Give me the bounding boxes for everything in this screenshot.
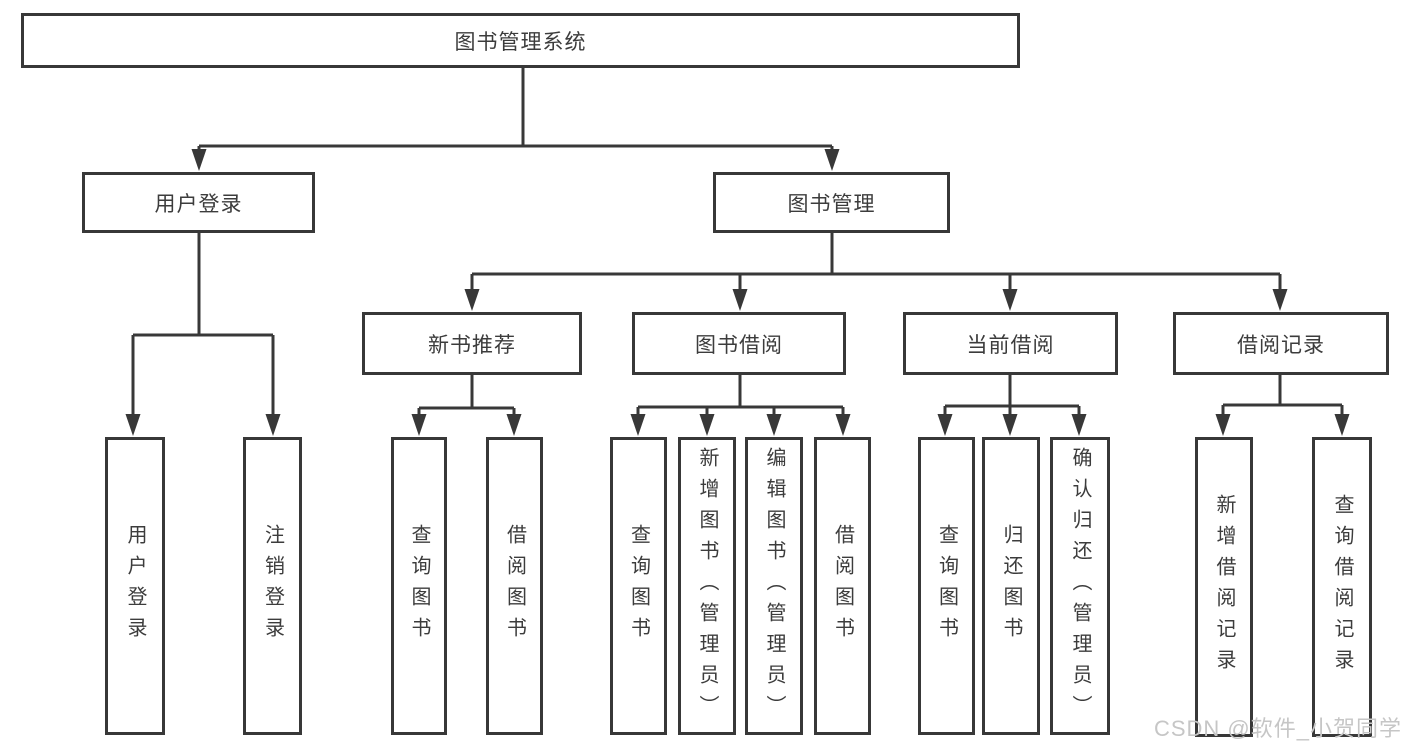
leaf-edit-books-admin: 编辑图书（管理员） bbox=[745, 437, 803, 735]
leaf-add-borrow-record-label: 新增借阅记录 bbox=[1213, 494, 1235, 680]
node-library-management-system: 图书管理系统 bbox=[21, 13, 1020, 68]
leaf-query-books-current-label: 查询图书 bbox=[935, 524, 958, 648]
leaf-logout-label: 注销登录 bbox=[261, 524, 284, 648]
leaf-query-books-current: 查询图书 bbox=[918, 437, 975, 735]
leaf-query-books-borrow-label: 查询图书 bbox=[627, 524, 650, 648]
node-book-management: 图书管理 bbox=[713, 172, 950, 233]
leaf-borrow-books-recommend-label: 借阅图书 bbox=[503, 524, 526, 648]
leaf-borrow-books: 借阅图书 bbox=[814, 437, 871, 735]
leaf-return-books-label: 归还图书 bbox=[1000, 524, 1022, 648]
leaf-add-books-admin: 新增图书（管理员） bbox=[678, 437, 736, 735]
node-current-borrowing: 当前借阅 bbox=[903, 312, 1118, 375]
leaf-user-login-label: 用户登录 bbox=[124, 524, 146, 648]
leaf-user-login: 用户登录 bbox=[105, 437, 165, 735]
node-book-borrowing: 图书借阅 bbox=[632, 312, 846, 375]
node-borrowing-records: 借阅记录 bbox=[1173, 312, 1389, 375]
leaf-edit-books-admin-label: 编辑图书（管理员） bbox=[763, 446, 785, 726]
leaf-return-books: 归还图书 bbox=[982, 437, 1040, 735]
csdn-watermark: CSDN @软件_小贺同学 bbox=[1153, 716, 1402, 741]
arrowheads bbox=[125, 149, 1350, 436]
node-user-login: 用户登录 bbox=[82, 172, 315, 233]
leaf-query-borrow-record-label: 查询借阅记录 bbox=[1331, 494, 1353, 680]
leaf-query-borrow-record: 查询借阅记录 bbox=[1312, 437, 1372, 737]
leaf-borrow-books-recommend: 借阅图书 bbox=[486, 437, 543, 735]
leaf-confirm-return-admin: 确认归还（管理员） bbox=[1050, 437, 1110, 735]
leaf-borrow-books-label: 借阅图书 bbox=[831, 524, 854, 648]
leaf-query-books-recommend: 查询图书 bbox=[391, 437, 447, 735]
leaf-add-books-admin-label: 新增图书（管理员） bbox=[696, 446, 718, 726]
leaf-add-borrow-record: 新增借阅记录 bbox=[1195, 437, 1253, 737]
node-new-book-recommendation: 新书推荐 bbox=[362, 312, 582, 375]
leaf-query-books-borrow: 查询图书 bbox=[610, 437, 667, 735]
leaf-query-books-recommend-label: 查询图书 bbox=[408, 524, 430, 648]
leaf-logout: 注销登录 bbox=[243, 437, 302, 735]
leaf-confirm-return-admin-label: 确认归还（管理员） bbox=[1069, 446, 1091, 726]
